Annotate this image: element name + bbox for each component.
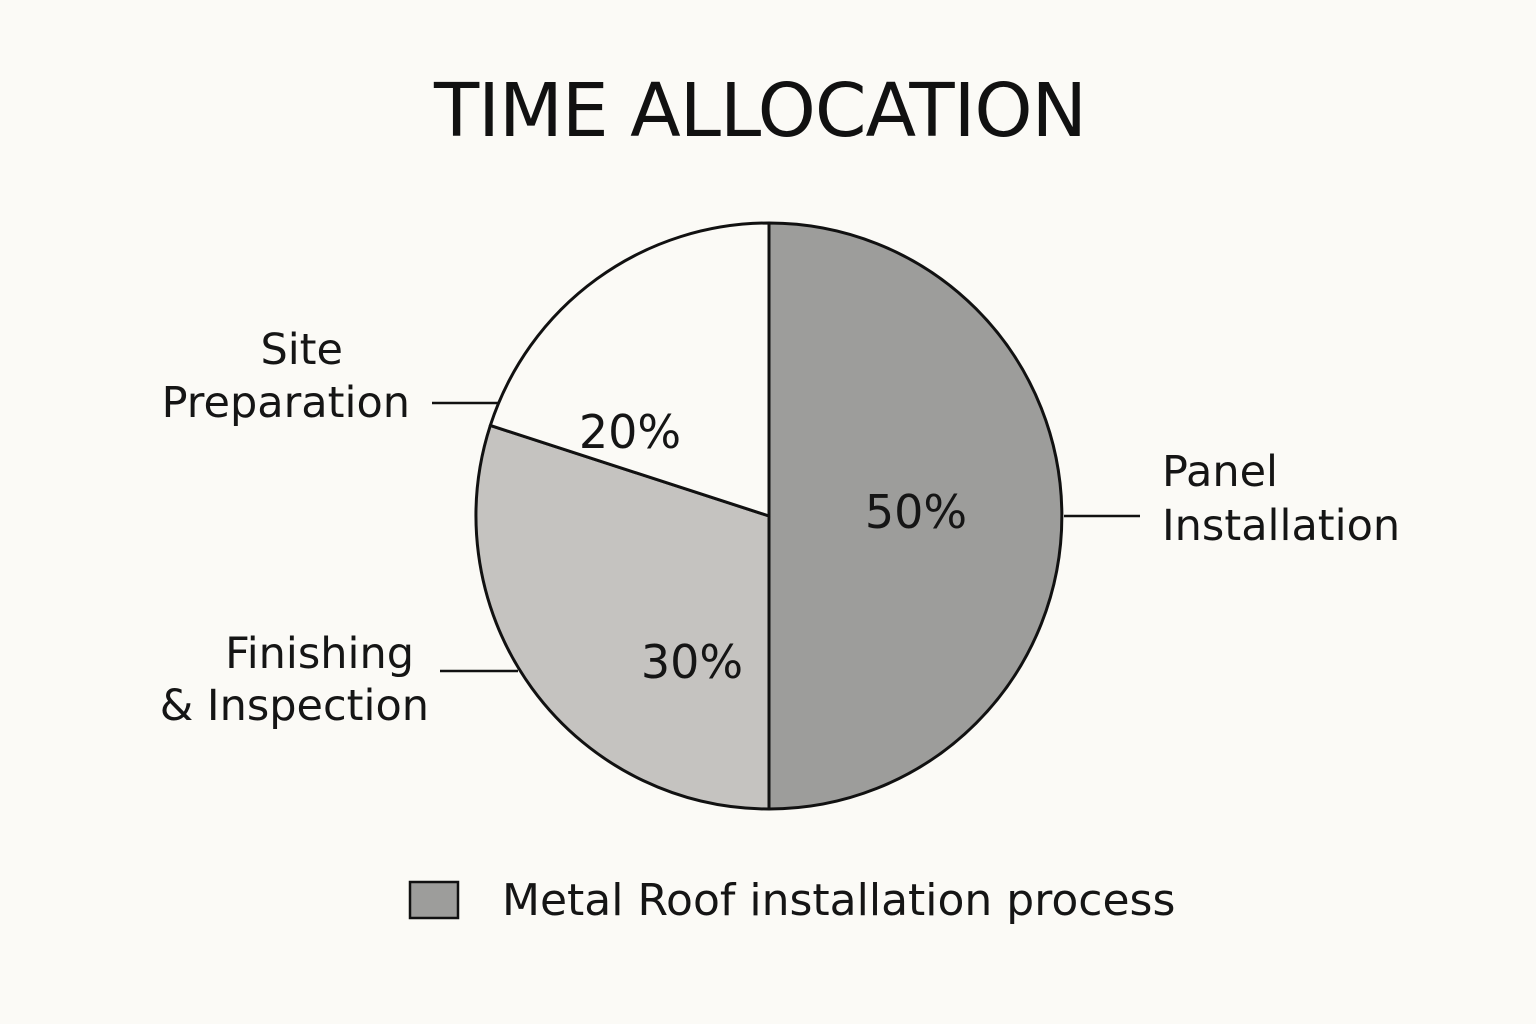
pie-slice-site-preparation	[488, 221, 771, 518]
chart-legend: Metal Roof installation process	[408, 875, 1175, 926]
pie-value-labels: 50% 30% 20%	[579, 405, 967, 689]
value-label-panel-installation: 50%	[865, 485, 967, 539]
pie-slice-finishing-inspection	[474, 423, 771, 811]
category-label-finishing-inspection: Finishing	[225, 629, 414, 679]
chart-title: TIME ALLOCATION	[433, 68, 1087, 154]
pie-leader-lines	[432, 401, 1140, 673]
category-label-finishing-inspection: & Inspection	[160, 681, 429, 731]
pie-slice-panel-installation	[767, 221, 1064, 811]
legend-swatch	[408, 880, 460, 920]
value-label-finishing-inspection: 30%	[641, 635, 743, 689]
category-label-site-preparation: Preparation	[162, 378, 410, 428]
category-label-panel-installation: Installation	[1162, 501, 1400, 551]
value-label-site-preparation: 20%	[579, 405, 681, 459]
pie-slices	[474, 221, 1064, 811]
legend-label: Metal Roof installation process	[502, 875, 1175, 926]
category-label-site-preparation: Site	[260, 325, 343, 375]
category-label-panel-installation: Panel	[1162, 447, 1278, 497]
